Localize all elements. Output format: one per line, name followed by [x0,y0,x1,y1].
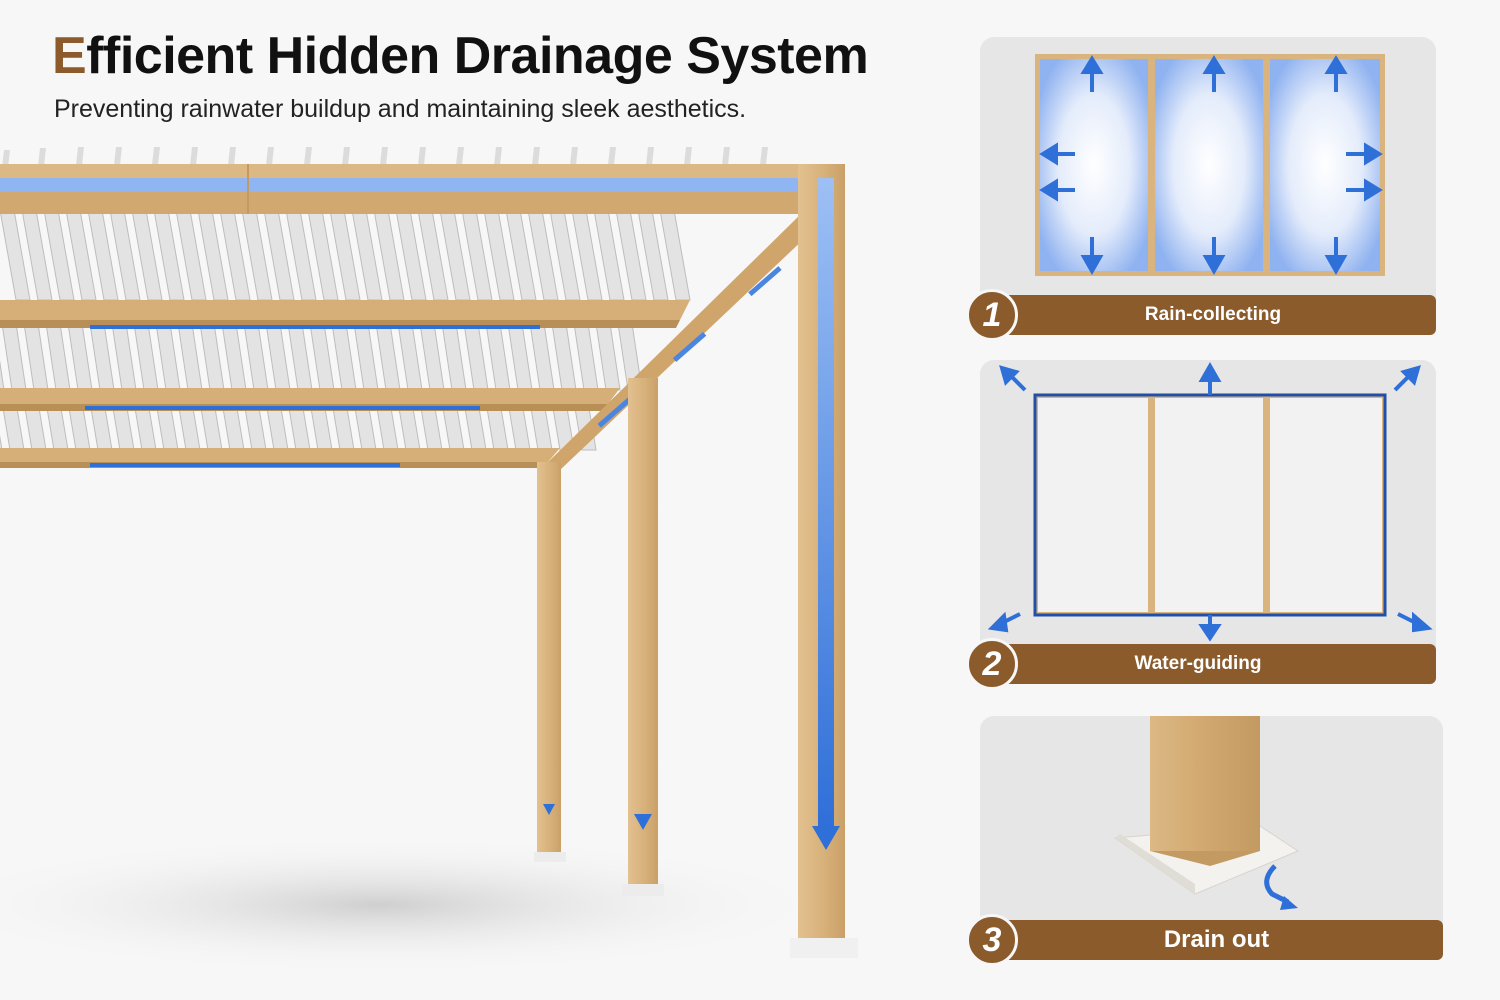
page-subtitle: Preventing rainwater buildup and maintai… [54,95,747,123]
drain-out-diagram [1113,716,1300,910]
step-2-label: Water-guiding [1134,653,1262,674]
step-3-label: Drain out [1163,926,1270,953]
top-beam [0,164,845,214]
step-1-banner: Rain-collecting [980,295,1436,335]
pergola-illustration [0,147,858,975]
step-3-banner: Drain out [980,920,1443,960]
step-1-panel: Rain-collecting 1 [966,37,1436,341]
step-3-badge: 3 [966,914,1018,966]
title-initial: E [52,27,87,85]
posts [534,164,858,958]
step-1-badge: 1 [966,289,1018,341]
step-2-badge: 2 [966,638,1018,690]
step-2-banner: Water-guiding [980,644,1436,684]
step-2-panel: Water-guiding 2 [966,360,1436,690]
step-3-panel: Drain out 3 [966,716,1443,966]
drain-curved-arrow-icon [1264,864,1290,905]
page-title: Efficient Hidden Drainage System [52,26,869,86]
side-beam [540,200,845,470]
rain-collecting-diagram [1035,54,1385,276]
step-1-label: Rain-collecting [1144,304,1282,325]
ground-shadow [0,835,840,975]
title-text: fficient Hidden Drainage System [86,27,869,85]
cross-beams [0,300,690,468]
roof-louvers [0,209,691,451]
water-guiding-diagram [987,361,1433,642]
louver-tips [2,147,768,168]
post [1150,716,1260,851]
